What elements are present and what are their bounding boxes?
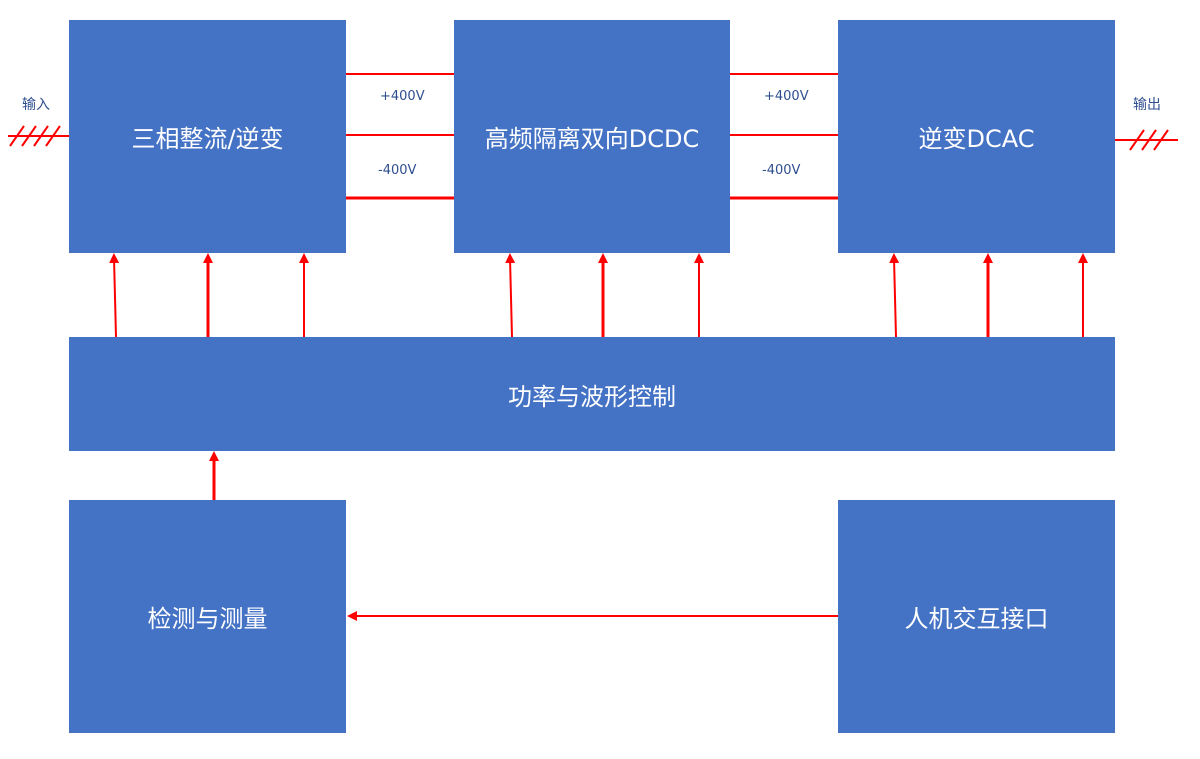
bus-label-left-negative: -400V	[378, 163, 417, 178]
rectifier-inverter-block: 三相整流/逆变	[69, 20, 346, 253]
bus-label-right-negative: -400V	[762, 163, 801, 178]
power-waveform-control-label: 功率与波形控制	[508, 382, 676, 411]
control-arrow-inverter-1	[889, 253, 900, 338]
power-waveform-control-block: 功率与波形控制	[69, 337, 1115, 451]
detection-measurement-label: 检测与测量	[147, 605, 268, 633]
dcdc-converter-label: 高频隔离双向DCDC	[484, 125, 700, 153]
control-arrow-dcdc-1	[505, 253, 516, 338]
hmi-interface-block: 人机交互接口	[838, 500, 1115, 733]
inverter-dcac-label: 逆变DCAC	[918, 125, 1035, 153]
hmi-interface-label: 人机交互接口	[904, 605, 1049, 633]
rectifier-inverter-label: 三相整流/逆变	[131, 125, 284, 153]
input-three-phase-line	[8, 125, 69, 147]
bus-label-left-positive: +400V	[380, 89, 425, 104]
bus-label-right-positive: +400V	[764, 89, 809, 104]
output-label: 输出	[1133, 97, 1161, 113]
dcdc-converter-block: 高频隔离双向DCDC	[454, 20, 730, 253]
input-label: 输入	[22, 97, 50, 113]
inverter-dcac-block: 逆变DCAC	[838, 20, 1115, 253]
control-arrow-rectifier-1	[109, 253, 120, 338]
output-three-phase-line	[1115, 129, 1178, 151]
detection-measurement-block: 检测与测量	[69, 500, 346, 733]
